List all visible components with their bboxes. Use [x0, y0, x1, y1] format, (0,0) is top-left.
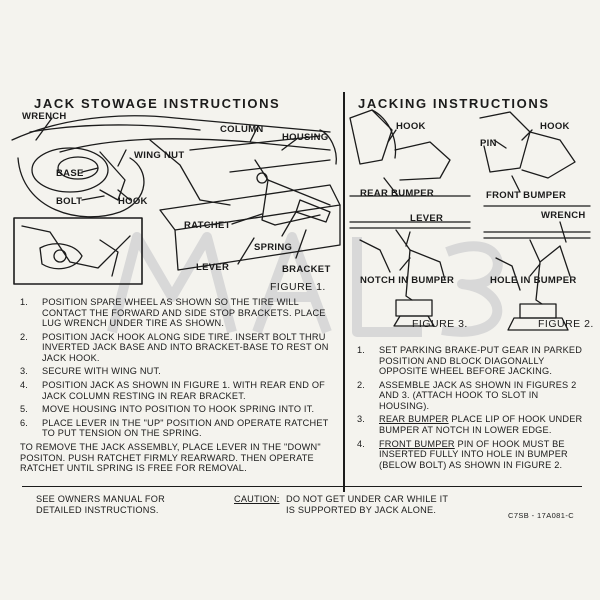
label-lever: LEVER	[196, 262, 230, 273]
label-hook-front: HOOK	[540, 121, 570, 132]
label-spring: SPRING	[254, 242, 293, 253]
label-hook-rear: HOOK	[396, 121, 426, 132]
label-bracket: BRACKET	[282, 264, 331, 275]
jacking-step: 1.SET PARKING BRAKE-PUT GEAR IN PARKED P…	[357, 345, 583, 376]
stowage-step: 1.POSITION SPARE WHEEL AS SHOWN SO THE T…	[20, 297, 326, 328]
label-hole-in-bumper: HOLE IN BUMPER	[490, 275, 577, 286]
figure-3-caption: FIGURE 3.	[412, 318, 468, 330]
label-lever-fig3: LEVER	[410, 213, 444, 224]
label-housing: HOUSING	[282, 132, 329, 143]
jacking-title: JACKING INSTRUCTIONS	[358, 96, 550, 111]
label-base: BASE	[56, 168, 84, 179]
jacking-steps-list: 1.SET PARKING BRAKE-PUT GEAR IN PARKED P…	[357, 345, 585, 473]
label-rear-bumper: REAR BUMPER	[360, 188, 435, 199]
label-wing-nut: WING NUT	[134, 150, 185, 161]
figure-2-caption: FIGURE 2.	[538, 318, 594, 330]
removal-instructions: TO REMOVE THE JACK ASSEMBLY, PLACE LEVER…	[20, 442, 321, 473]
label-column: COLUMN	[220, 124, 264, 135]
stowage-steps-list: 1.POSITION SPARE WHEEL AS SHOWN SO THE T…	[20, 297, 335, 442]
label-wrench-fig2: WRENCH	[541, 210, 586, 221]
label-pin: PIN	[480, 138, 497, 149]
figure-3-drawing	[349, 109, 471, 327]
caution-text: DO NOT GET UNDER CAR WHILE IT IS SUPPORT…	[286, 494, 449, 515]
label-bolt: BOLT	[56, 196, 83, 207]
part-number: C7SB - 17A081-C	[508, 511, 575, 520]
owners-manual-note: SEE OWNERS MANUAL FOR DETAILED INSTRUCTI…	[36, 494, 165, 515]
label-notch-in-bumper: NOTCH IN BUMPER	[360, 275, 455, 286]
figure-2-drawing	[479, 111, 591, 331]
label-front-bumper: FRONT BUMPER	[486, 190, 567, 201]
jacking-step: 4.FRONT BUMPER PIN OF HOOK MUST BE INSER…	[357, 438, 568, 470]
stowage-title: JACK STOWAGE INSTRUCTIONS	[34, 96, 281, 111]
column-divider	[343, 92, 345, 492]
footer-divider	[22, 486, 582, 487]
stowage-step: 3.SECURE WITH WING NUT.	[20, 366, 162, 377]
jacking-step: 2.ASSEMBLE JACK AS SHOWN IN FIGURES 2 AN…	[357, 379, 577, 411]
stowage-step: 6.PLACE LEVER IN THE "UP" POSITION AND O…	[20, 417, 329, 439]
stowage-step: 2.POSITION JACK HOOK ALONG SIDE TIRE. IN…	[20, 331, 329, 363]
label-wrench: WRENCH	[22, 111, 67, 122]
figure-1-caption: FIGURE 1.	[270, 281, 326, 293]
label-ratchet: RATCHET	[184, 220, 231, 231]
label-hook: HOOK	[118, 196, 148, 207]
stowage-step: 4.POSITION JACK AS SHOWN IN FIGURE 1. WI…	[20, 380, 325, 401]
caution-label: CAUTION:	[234, 494, 280, 504]
jacking-step: 3.REAR BUMPER PLACE LIP OF HOOK UNDER BU…	[357, 414, 583, 435]
stowage-step: 5.MOVE HOUSING INTO POSITION TO HOOK SPR…	[20, 404, 315, 415]
